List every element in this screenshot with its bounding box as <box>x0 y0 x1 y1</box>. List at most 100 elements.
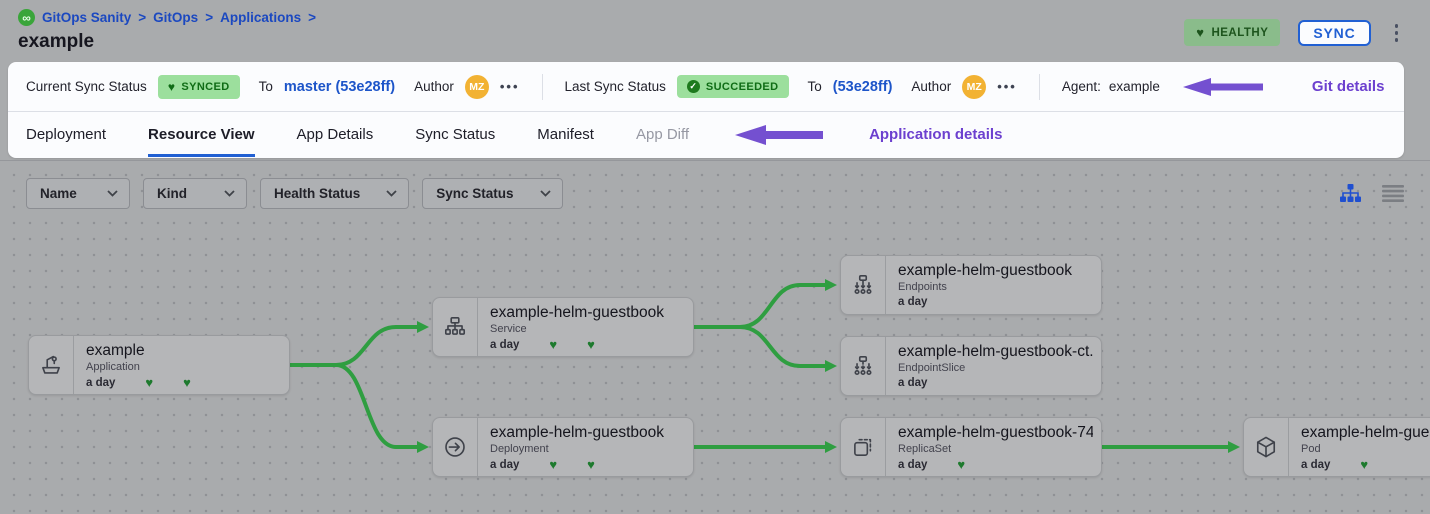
breadcrumb-link-gitops[interactable]: GitOps <box>153 10 199 25</box>
resource-meta: a day <box>898 377 1093 389</box>
tab-label: Deployment <box>26 126 107 143</box>
git-details-annotation: Git details <box>1311 78 1385 95</box>
agent-label: Agent: <box>1061 79 1101 94</box>
check-circle-icon: ✓ <box>686 80 700 93</box>
health-heart-icon: ♥ <box>957 457 966 472</box>
tree-edges <box>290 279 1240 453</box>
health-heart-icon: ♥ <box>183 375 191 390</box>
agent-value: example <box>1108 79 1160 94</box>
filter-dropdown-name[interactable]: Name <box>26 178 130 209</box>
resource-name: example-helm-guestbook-74... <box>898 424 1093 441</box>
chevron-down-icon <box>386 190 397 197</box>
resource-age: a day <box>86 376 116 389</box>
sync-button[interactable]: SYNC <box>1298 19 1371 46</box>
health-heart-icon: ♥ <box>1360 457 1369 472</box>
filter-dropdown-health-status[interactable]: Health Status <box>260 178 410 209</box>
resource-kind: Endpoints <box>898 281 947 293</box>
resource-age: a day <box>898 296 928 308</box>
filter-label: Sync Status <box>436 186 514 201</box>
tab-app-details[interactable]: App Details <box>297 112 374 157</box>
breadcrumb-link-gitops-sanity[interactable]: GitOps Sanity <box>42 10 132 25</box>
heart-icon: ♥ <box>167 79 176 94</box>
resource-name: example-helm-guestbook <box>490 424 665 441</box>
app-details-panel: Current Sync Status ♥ SYNCED To master (… <box>8 62 1404 158</box>
author-avatar[interactable]: MZ <box>962 74 987 99</box>
tab-label: Manifest <box>537 126 594 143</box>
resource-kind: Application <box>86 361 140 373</box>
tab-bar: Deployment Resource View App Details Sync S… <box>8 112 1404 157</box>
resource-meta: a day ♥ <box>898 458 1093 471</box>
succeeded-badge-label: SUCCEEDED <box>705 80 779 93</box>
health-heart-icon: ♥ <box>549 337 558 352</box>
resource-meta: a day ♥ ♥ <box>490 458 685 471</box>
resource-meta: a day♥♥ <box>490 338 685 351</box>
resource-name: example-helm-guestbook-ct... <box>898 343 1093 360</box>
tab-manifest[interactable]: Manifest <box>537 112 594 157</box>
tree-edge-svc-eps <box>694 325 837 372</box>
annotation-arrow-left-icon <box>1182 77 1263 96</box>
last-commit-link[interactable]: (53e28ff) <box>832 78 893 95</box>
resource-meta: a day♥ <box>1301 458 1430 471</box>
tab-label: Sync Status <box>415 126 496 143</box>
more-options-icon[interactable]: ••• <box>997 79 1017 94</box>
filter-label: Name <box>40 186 77 201</box>
health-heart-icon: ♥ <box>587 457 595 472</box>
replicaset-icon <box>841 418 886 476</box>
resource-kind: EndpointSlice <box>898 362 966 374</box>
filter-dropdown-sync-status[interactable]: Sync Status <box>422 178 563 209</box>
to-label: To <box>258 79 273 94</box>
view-toggle <box>1340 184 1404 203</box>
list-view-icon[interactable] <box>1382 185 1404 202</box>
tree-edge-svc-ep <box>694 279 837 329</box>
health-badge-label: HEALTHY <box>1211 26 1269 39</box>
resource-age: a day <box>898 377 928 389</box>
synced-badge-label: SYNCED <box>181 80 230 93</box>
resource-tree-canvas: Name Kind Health Status Sync Status <box>0 160 1430 514</box>
resource-name: example-helm-guestbook <box>898 262 1073 279</box>
chevron-down-icon <box>539 190 551 197</box>
heart-icon: ♥ <box>1196 25 1205 41</box>
tree-view-icon[interactable] <box>1340 184 1361 203</box>
application-icon <box>29 336 74 394</box>
breadcrumb-link-applications[interactable]: Applications <box>220 10 302 25</box>
tab-sync-status[interactable]: Sync Status <box>415 112 495 157</box>
more-options-icon[interactable]: ••• <box>499 79 520 94</box>
breadcrumb: ∞ GitOps Sanity>GitOps>Applications> <box>18 9 316 26</box>
resource-kind: Deployment <box>490 443 549 455</box>
pod-icon <box>1244 418 1289 476</box>
sync-status-bar: Current Sync Status ♥ SYNCED To master (… <box>8 62 1404 112</box>
breadcrumb-separator: > <box>308 10 316 25</box>
breadcrumb-separator: > <box>205 10 214 25</box>
resource-name: example-helm-guest <box>1301 424 1430 441</box>
breadcrumb-separator: > <box>138 10 147 25</box>
tree-edge-app-deploy <box>290 363 429 453</box>
current-commit-link[interactable]: master (53e28ff) <box>283 78 396 95</box>
tab-deployment[interactable]: Deployment <box>26 112 106 157</box>
resource-age: a day <box>490 458 520 471</box>
tab-app-diff[interactable]: App Diff <box>636 112 689 157</box>
resource-kind: Service <box>490 323 527 335</box>
endpointslice-icon <box>841 337 886 395</box>
tab-label: App Details <box>296 126 374 143</box>
application-details-annotation: Application details <box>869 126 1003 143</box>
author-label: Author <box>414 79 454 94</box>
chevron-down-icon <box>107 190 118 197</box>
health-heart-icon: ♥ <box>549 457 558 472</box>
last-sync-label: Last Sync Status <box>564 79 666 94</box>
annotation-arrow-left-icon <box>735 124 824 145</box>
succeeded-badge: ✓ SUCCEEDED <box>676 75 789 98</box>
author-avatar[interactable]: MZ <box>464 74 489 99</box>
tab-resource-view[interactable]: Resource View <box>148 112 255 157</box>
resource-age: a day <box>898 458 928 471</box>
resource-node-endpointslice[interactable]: example-helm-guestbook-ct... EndpointSlic… <box>840 336 1102 396</box>
filter-dropdown-kind[interactable]: Kind <box>143 178 247 209</box>
kebab-menu-icon[interactable] <box>1389 19 1405 47</box>
chevron-down-icon <box>224 190 235 197</box>
filter-label: Health Status <box>274 186 361 201</box>
